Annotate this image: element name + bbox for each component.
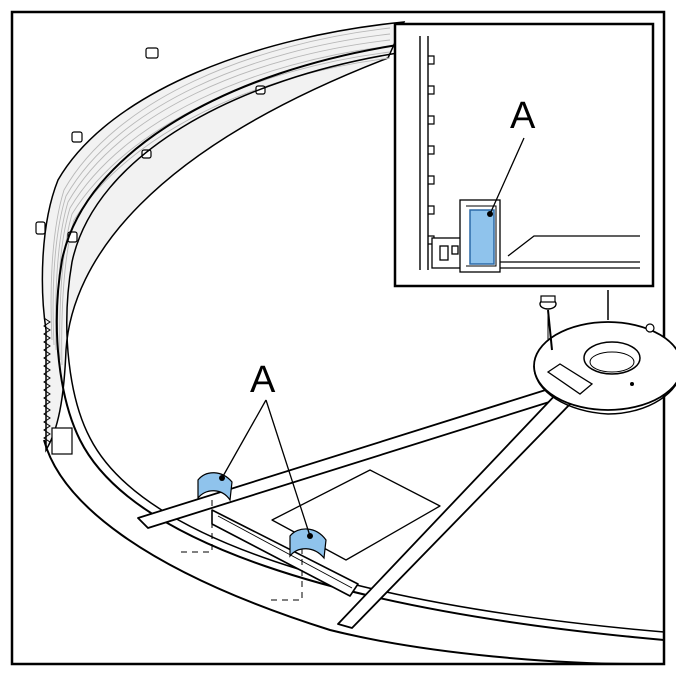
bolt-icon: [539, 295, 557, 351]
ring-serrated-edge: [43, 317, 51, 443]
inset-callout-label: A: [510, 95, 536, 137]
main-callout-label: A: [250, 359, 276, 401]
floor-frame: [137, 387, 575, 629]
hub-hole: [583, 341, 641, 375]
hub: [533, 290, 676, 415]
clip-right: [289, 528, 327, 560]
hub-slot: [546, 363, 594, 395]
ring-wall-surface: [41, 21, 406, 453]
ring-foot: [51, 427, 73, 455]
rail-bar: [211, 509, 359, 597]
inset-serrated-wall: [419, 36, 429, 270]
ring-outer-edge: [43, 439, 641, 665]
inset-teeth: [428, 55, 435, 245]
inset-detail: A: [393, 22, 655, 288]
inset-clip-highlight: [469, 209, 495, 265]
main-callout: A: [219, 359, 313, 539]
